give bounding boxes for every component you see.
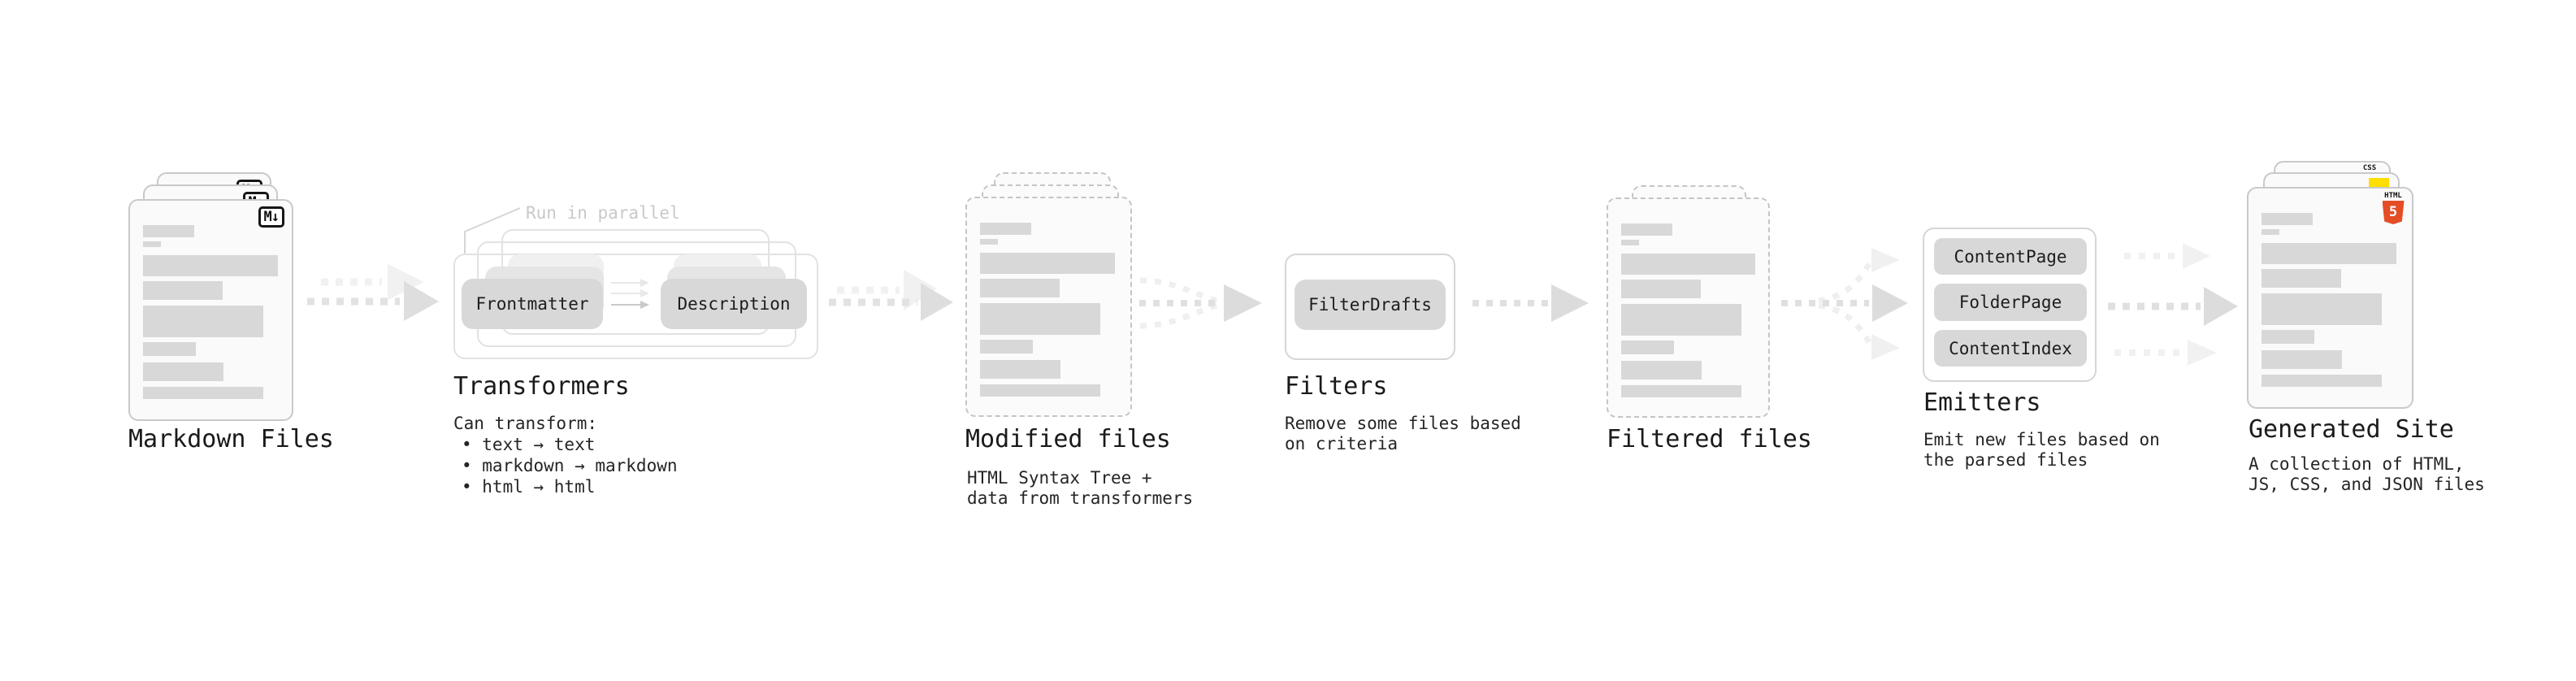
filterdrafts-pill-label: FilterDrafts xyxy=(1308,295,1432,314)
description-pill-label: Description xyxy=(677,294,791,314)
skeleton-bar xyxy=(2262,243,2396,264)
skeleton-bar xyxy=(1621,385,1741,397)
transformers-desc-heading: Can transform: xyxy=(453,414,598,433)
skeleton-bar xyxy=(2262,350,2342,369)
html5-icon-five: 5 xyxy=(2388,204,2398,220)
contentindex-pill-label: ContentIndex xyxy=(1949,338,2072,358)
transformer-layer-box-front xyxy=(453,254,818,359)
transformers-title: Transformers xyxy=(453,372,630,401)
site-file-card-front: HTML 5 xyxy=(2247,187,2413,409)
js-badge xyxy=(2369,178,2389,189)
skeleton-bar xyxy=(2262,375,2382,387)
description-pill: Description xyxy=(661,279,807,329)
html5-icon-shield: 5 xyxy=(2382,201,2405,224)
html5-icon: HTML 5 xyxy=(2381,192,2405,224)
skeleton-bar xyxy=(2262,293,2382,325)
skeleton-bar xyxy=(980,303,1100,335)
html5-icon-word: HTML xyxy=(2384,192,2402,200)
arrow-filters-to-filtered xyxy=(1472,284,1589,322)
parallel-flow-arrows xyxy=(611,279,649,309)
skeleton-bar xyxy=(143,342,196,356)
markdown-file-card-front: M↓ xyxy=(128,199,293,421)
frontmatter-pill: Frontmatter xyxy=(462,279,603,329)
generated-site-title: Generated Site xyxy=(2249,415,2454,444)
filters-desc-2: on criteria xyxy=(1285,434,1399,453)
contentindex-pill: ContentIndex xyxy=(1934,330,2087,367)
contentpage-pill: ContentPage xyxy=(1934,238,2087,275)
contentpage-pill-label: ContentPage xyxy=(1954,246,2067,267)
emitters-title: Emitters xyxy=(1923,388,2041,417)
filtered-file-card-front xyxy=(1607,197,1770,418)
modified-file-card-front xyxy=(965,197,1132,417)
skeleton-bar xyxy=(1621,340,1674,354)
transformers-bullet-3: • html → html xyxy=(462,477,596,497)
emitters-desc-1: Emit new files based on xyxy=(1923,430,2160,449)
arrow-markdown-to-transformers xyxy=(307,264,439,321)
filters-box xyxy=(1285,254,1455,360)
generated-site-desc-1: A collection of HTML, xyxy=(2249,454,2465,474)
skeleton-bar xyxy=(2262,229,2279,235)
filters-desc-1: Remove some files based xyxy=(1285,414,1521,433)
transformers-bullet-1: • text → text xyxy=(462,435,596,454)
arrow-transformers-to-modified xyxy=(829,270,953,321)
skeleton-bar xyxy=(1621,254,1755,275)
skeleton-bar xyxy=(2262,330,2314,344)
emitters-box xyxy=(1923,228,2097,382)
skeleton-bar xyxy=(1621,361,1702,380)
markdown-files-title: Markdown Files xyxy=(128,425,334,453)
skeleton-bar xyxy=(2262,269,2341,288)
skeleton-bar xyxy=(1621,280,1701,298)
css-badge-label: CSS xyxy=(2362,164,2377,172)
arrow-modified-to-filters-merge xyxy=(1139,277,1262,329)
filters-title: Filters xyxy=(1285,372,1388,401)
run-in-parallel-leader-line xyxy=(464,207,521,254)
skeleton-bar xyxy=(980,384,1100,397)
skeleton-bar xyxy=(980,340,1033,354)
skeleton-bar xyxy=(143,281,223,300)
transformers-bullet-2: • markdown → markdown xyxy=(462,456,678,475)
skeleton-bar xyxy=(980,279,1060,297)
modified-files-desc-2: data from transformers xyxy=(967,488,1194,508)
generated-site-desc-2: JS, CSS, and JSON files xyxy=(2249,475,2485,494)
skeleton-bar xyxy=(1621,223,1672,236)
arrow-filtered-to-emitters-fanout xyxy=(1781,248,1908,360)
skeleton-bar xyxy=(143,255,278,276)
arrow-emitters-to-site xyxy=(2108,243,2238,366)
skeleton-bar xyxy=(980,223,1031,235)
skeleton-bar xyxy=(980,360,1060,379)
skeleton-bar xyxy=(143,306,263,337)
skeleton-bar xyxy=(980,253,1115,274)
markdown-icon: M↓ xyxy=(258,206,284,228)
run-in-parallel-note: Run in parallel xyxy=(526,203,680,223)
modified-files-desc-1: HTML Syntax Tree + xyxy=(967,468,1152,488)
skeleton-bar xyxy=(2262,213,2313,225)
filtered-files-title: Filtered files xyxy=(1607,425,1812,453)
folderpage-pill-label: FolderPage xyxy=(1958,293,2062,312)
skeleton-bar xyxy=(980,239,998,245)
skeleton-bar xyxy=(143,387,263,399)
skeleton-bar xyxy=(1621,240,1639,245)
emitters-desc-2: the parsed files xyxy=(1923,450,2088,470)
skeleton-bar xyxy=(1621,304,1741,336)
skeleton-bar xyxy=(143,225,194,237)
modified-files-title: Modified files xyxy=(965,425,1171,453)
folderpage-pill: FolderPage xyxy=(1934,284,2087,321)
skeleton-bar xyxy=(143,362,223,381)
skeleton-bar xyxy=(143,241,161,247)
frontmatter-pill-label: Frontmatter xyxy=(475,294,589,314)
filterdrafts-pill: FilterDrafts xyxy=(1295,280,1446,330)
